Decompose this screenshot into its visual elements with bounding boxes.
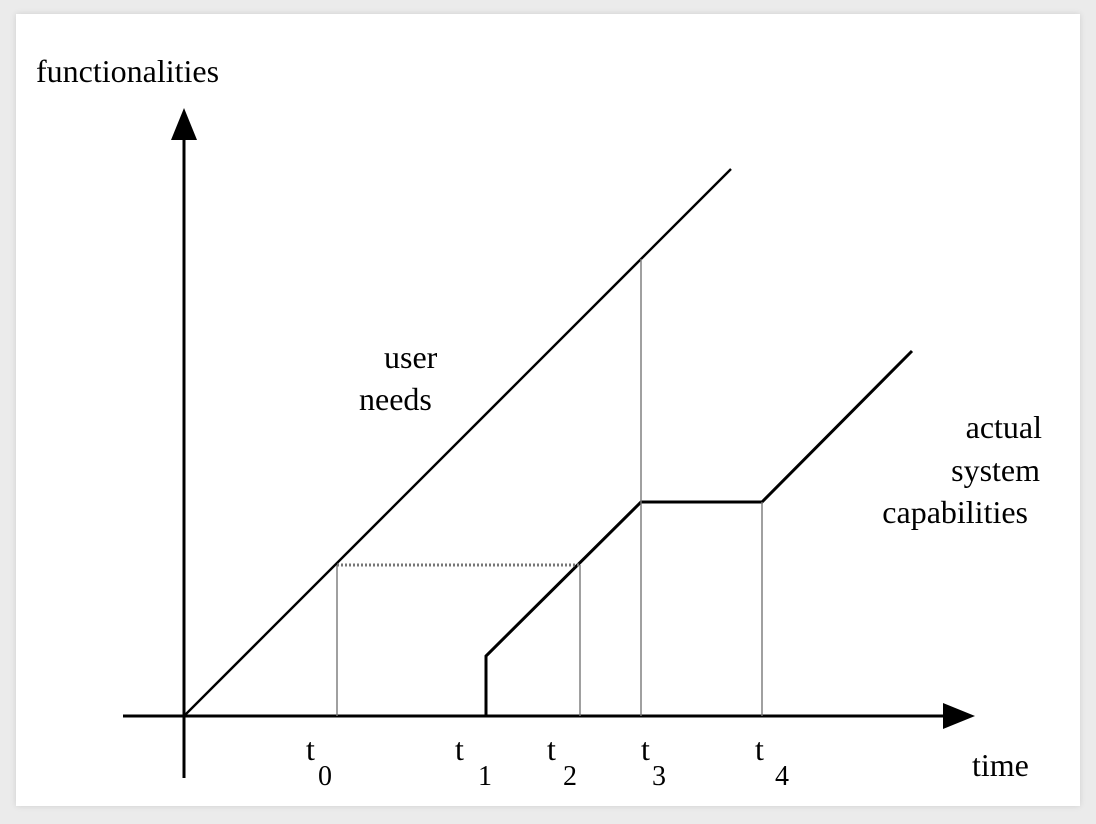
time-mark-t0-sub: 0	[318, 761, 332, 792]
time-mark-t1-sub: 1	[478, 761, 492, 792]
axes	[123, 108, 975, 778]
capabilities-label-line2: system	[951, 452, 1040, 488]
time-mark-t2-base: t	[547, 731, 556, 767]
time-mark-t3-sub: 3	[652, 761, 666, 792]
time-mark-t1: t 1	[455, 731, 492, 792]
time-mark-t0-base: t	[306, 731, 315, 767]
user-needs-line	[183, 168, 732, 717]
time-mark-t2-sub: 2	[563, 761, 577, 792]
actual-capabilities-line	[484, 349, 914, 716]
capabilities-label-line1: actual	[966, 409, 1043, 445]
time-mark-t0: t 0	[306, 731, 332, 792]
time-mark-t4: t 4	[755, 731, 789, 792]
capabilities-label-line3: capabilities	[882, 494, 1028, 530]
time-mark-t1-base: t	[455, 731, 464, 767]
time-mark-t3: t 3	[641, 731, 666, 792]
y-axis-label: functionalities	[36, 53, 219, 89]
diagram-frame	[16, 14, 1080, 806]
user-needs-label-line2: needs	[359, 381, 432, 417]
time-mark-t2: t 2	[547, 731, 577, 792]
y-axis-arrowhead	[171, 108, 197, 140]
time-mark-t4-base: t	[755, 731, 764, 767]
time-mark-t4-sub: 4	[775, 761, 789, 792]
time-mark-t3-base: t	[641, 731, 650, 767]
user-needs-label-line1: user	[384, 339, 438, 375]
x-axis-arrowhead	[943, 703, 975, 729]
x-axis-label: time	[972, 747, 1029, 783]
guide-lines	[336, 259, 763, 716]
